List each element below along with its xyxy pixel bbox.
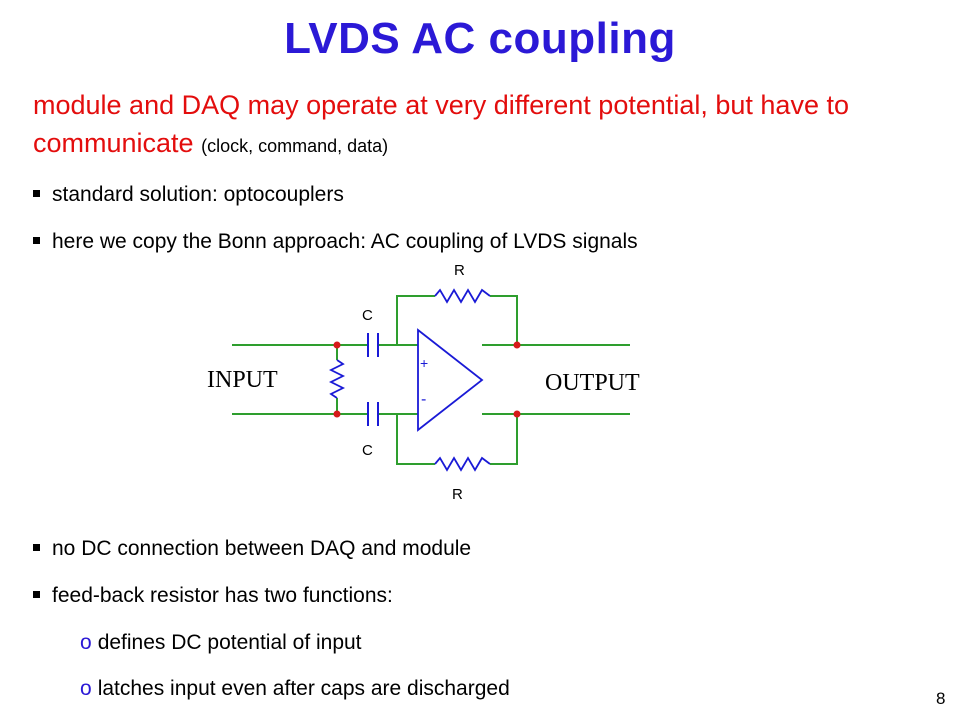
minus-sign: - [421, 391, 426, 408]
sub-bullet-text: latches input even after caps are discha… [97, 677, 510, 700]
output-label: OUTPUT [545, 370, 640, 396]
square-bullet-icon [33, 543, 40, 551]
capacitor-top [367, 333, 379, 357]
plus-sign: + [420, 355, 428, 371]
intro-text: module and DAQ may operate at very diffe… [33, 86, 933, 165]
label-r-bottom: R [452, 486, 463, 503]
capacitor-bottom [367, 402, 379, 426]
bullet-text: feed-back resistor has two functions: [52, 584, 393, 607]
wires [232, 295, 630, 465]
label-c-bottom: C [362, 442, 373, 459]
sub-bullet-marker: o [80, 631, 92, 654]
bullet-item: standard solution: optocouplers [33, 183, 344, 207]
intro-main: module and DAQ may operate at very diffe… [33, 90, 849, 158]
slide-title: LVDS AC coupling [284, 14, 676, 63]
bullet-text: standard solution: optocouplers [52, 183, 344, 206]
feedback-resistor-bottom [434, 456, 491, 472]
bullet-item: here we copy the Bonn approach: AC coupl… [33, 230, 638, 254]
op-amp [417, 328, 484, 432]
square-bullet-icon [33, 189, 40, 197]
junction-nodes [333, 341, 521, 418]
page-number: 8 [936, 689, 946, 708]
square-bullet-icon [33, 590, 40, 598]
bullet-text: no DC connection between DAQ and module [52, 537, 472, 560]
bullet-item: feed-back resistor has two functions: [33, 584, 393, 608]
label-c-top: C [362, 307, 373, 324]
feedback-resistor-top [434, 288, 491, 304]
sub-bullet-marker: o [80, 677, 92, 700]
label-r-top: R [454, 262, 465, 279]
bullet-item: no DC connection between DAQ and module [33, 537, 471, 561]
termination-resistor [328, 359, 346, 399]
square-bullet-icon [33, 236, 40, 244]
bullet-text: here we copy the Bonn approach: AC coupl… [52, 230, 638, 253]
intro-note: (clock, command, data) [201, 136, 389, 156]
sub-bullet-text: defines DC potential of input [97, 631, 362, 654]
input-label: INPUT [207, 367, 278, 393]
